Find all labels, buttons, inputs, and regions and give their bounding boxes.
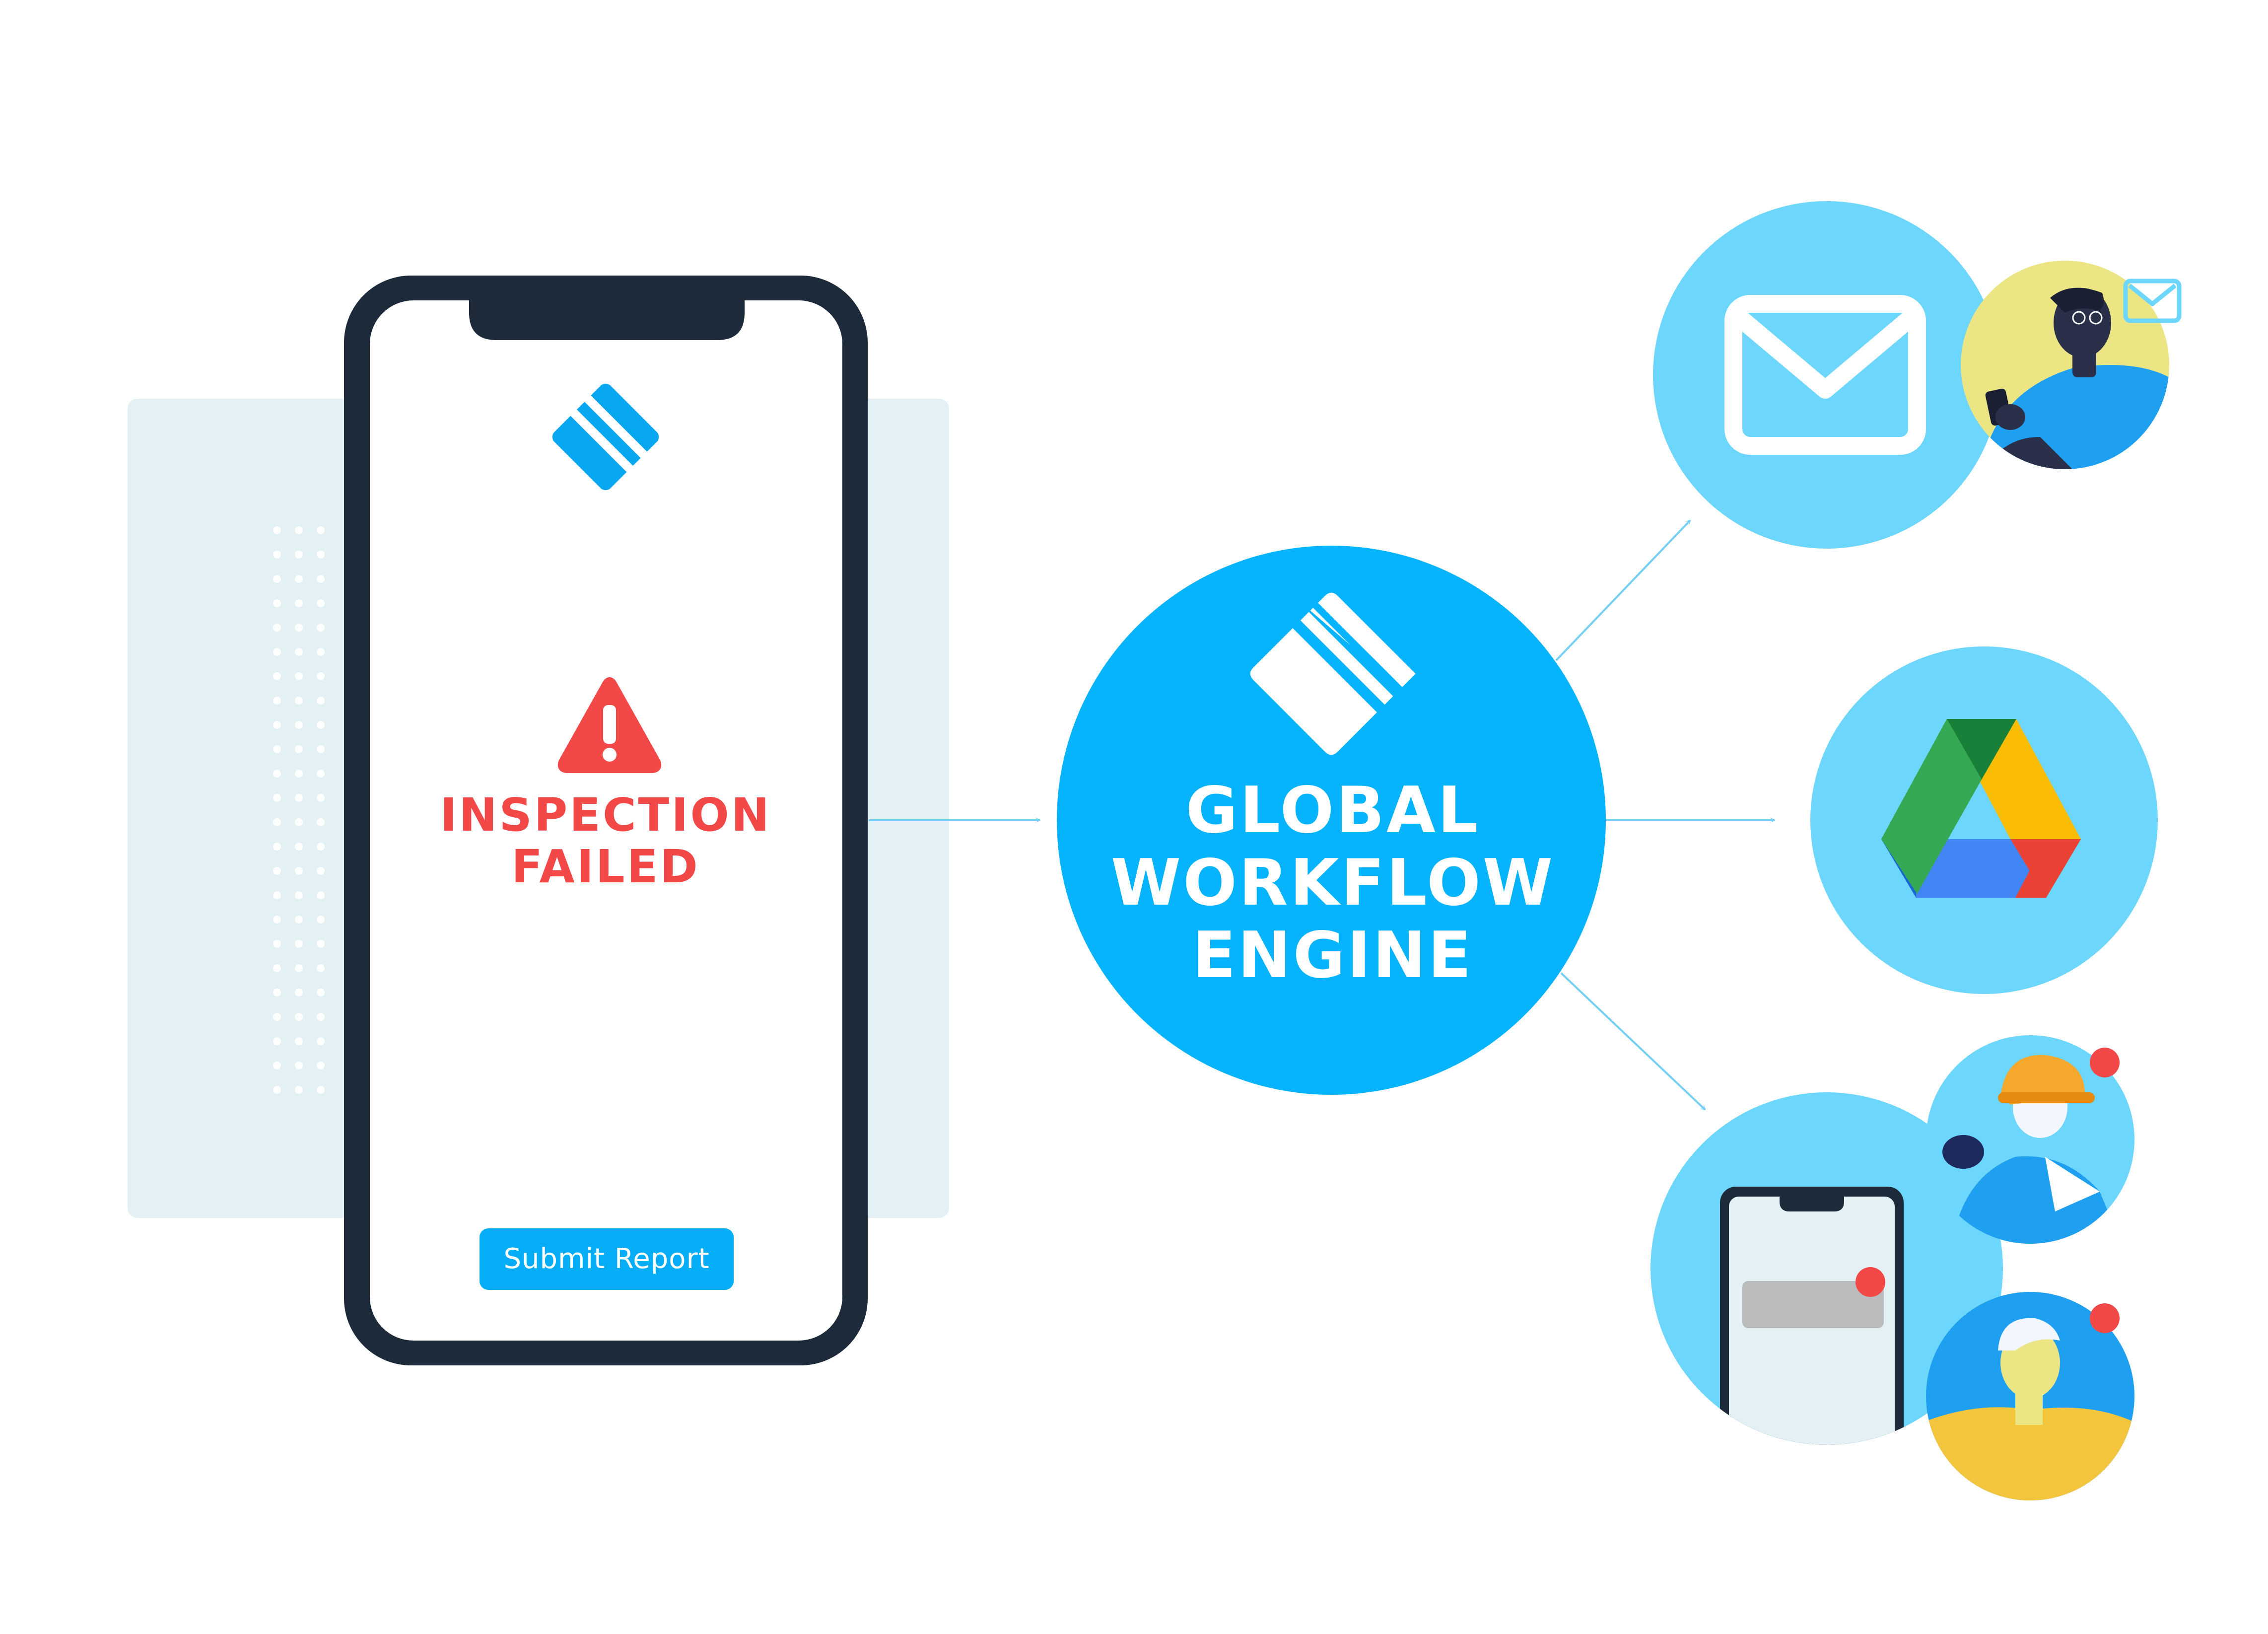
pattern-dot bbox=[273, 964, 281, 972]
email-recipient-avatar bbox=[1961, 261, 2184, 477]
pattern-dot bbox=[273, 1013, 281, 1021]
pattern-dot bbox=[317, 526, 325, 534]
engine-title-line-1: GLOBAL bbox=[1072, 775, 1593, 847]
inspection-failed-text: INSPECTION FAILED bbox=[412, 789, 799, 893]
arrow-engine-to-email bbox=[1556, 520, 1690, 660]
pattern-dot bbox=[295, 794, 303, 802]
pattern-dot bbox=[295, 551, 303, 559]
pattern-dot bbox=[295, 770, 303, 778]
engine-title: GLOBAL WORKFLOW ENGINE bbox=[1072, 775, 1593, 992]
pattern-dot bbox=[295, 1062, 303, 1069]
alert-line-2: FAILED bbox=[412, 841, 799, 893]
pattern-dot bbox=[317, 1013, 325, 1021]
pattern-dot bbox=[273, 1062, 281, 1069]
pattern-dot bbox=[317, 575, 325, 583]
pattern-dot bbox=[295, 721, 303, 729]
pattern-dot bbox=[273, 721, 281, 729]
pattern-dot bbox=[317, 818, 325, 826]
pattern-dot bbox=[273, 1037, 281, 1045]
pattern-dot bbox=[295, 1086, 303, 1094]
pattern-dot bbox=[273, 818, 281, 826]
pattern-dot bbox=[317, 1037, 325, 1045]
pattern-dot bbox=[295, 1037, 303, 1045]
pattern-dot bbox=[317, 794, 325, 802]
pattern-dot bbox=[317, 867, 325, 875]
pattern-dot bbox=[317, 551, 325, 559]
pattern-dot bbox=[295, 940, 303, 948]
pattern-dot bbox=[295, 1013, 303, 1021]
pattern-dot bbox=[273, 575, 281, 583]
pattern-dot bbox=[273, 551, 281, 559]
pattern-dot bbox=[295, 575, 303, 583]
notification-dot bbox=[2090, 1048, 2120, 1077]
pattern-dot bbox=[317, 989, 325, 996]
pattern-dot bbox=[317, 599, 325, 607]
alert-line-1: INSPECTION bbox=[412, 789, 799, 841]
submit-report-button[interactable]: Submit Report bbox=[480, 1228, 734, 1290]
pattern-dot bbox=[317, 1086, 325, 1094]
pattern-dot bbox=[295, 964, 303, 972]
pattern-dot bbox=[295, 867, 303, 875]
phone-notch bbox=[469, 300, 745, 340]
pattern-dot bbox=[273, 697, 281, 705]
pattern-dot bbox=[317, 891, 325, 899]
pattern-dot bbox=[317, 1062, 325, 1069]
email-destination bbox=[1653, 201, 2000, 549]
pattern-dot bbox=[317, 745, 325, 753]
pattern-dot bbox=[317, 624, 325, 632]
pattern-dot bbox=[317, 672, 325, 680]
pattern-dot bbox=[273, 599, 281, 607]
mobile-notification-icon bbox=[1720, 1187, 1904, 1485]
pattern-dot bbox=[295, 672, 303, 680]
pattern-dot bbox=[273, 1086, 281, 1094]
pattern-dot bbox=[273, 672, 281, 680]
engine-title-line-3: ENGINE bbox=[1072, 920, 1593, 992]
pattern-dot bbox=[295, 599, 303, 607]
pattern-dot bbox=[273, 916, 281, 924]
pattern-dot bbox=[295, 648, 303, 656]
pattern-dot bbox=[317, 964, 325, 972]
pattern-dot bbox=[273, 648, 281, 656]
engine-title-line-2: WORKFLOW bbox=[1072, 847, 1593, 920]
pattern-dot bbox=[273, 843, 281, 851]
pattern-dot bbox=[295, 624, 303, 632]
pattern-dot bbox=[317, 721, 325, 729]
pattern-dot bbox=[295, 818, 303, 826]
pattern-dot bbox=[317, 648, 325, 656]
pattern-dot bbox=[273, 891, 281, 899]
pattern-dot bbox=[317, 843, 325, 851]
drive-destination bbox=[1810, 646, 2158, 994]
pattern-dot bbox=[295, 989, 303, 996]
arrow-engine-to-notify bbox=[1561, 973, 1705, 1110]
pattern-dot bbox=[273, 867, 281, 875]
pattern-dot bbox=[273, 940, 281, 948]
pattern-dot bbox=[273, 526, 281, 534]
pattern-dot bbox=[295, 697, 303, 705]
pattern-dot bbox=[295, 745, 303, 753]
pattern-dot bbox=[317, 770, 325, 778]
pattern-dot bbox=[273, 989, 281, 996]
pattern-dot bbox=[295, 526, 303, 534]
pattern-dot bbox=[317, 697, 325, 705]
pattern-dot bbox=[295, 916, 303, 924]
pattern-dot bbox=[273, 794, 281, 802]
pattern-dot bbox=[273, 624, 281, 632]
pattern-dot bbox=[295, 843, 303, 851]
pattern-dot bbox=[273, 745, 281, 753]
pattern-dot bbox=[295, 891, 303, 899]
pattern-dot bbox=[317, 940, 325, 948]
pattern-dot bbox=[273, 770, 281, 778]
notification-dot bbox=[2090, 1303, 2120, 1333]
pattern-dot bbox=[317, 916, 325, 924]
